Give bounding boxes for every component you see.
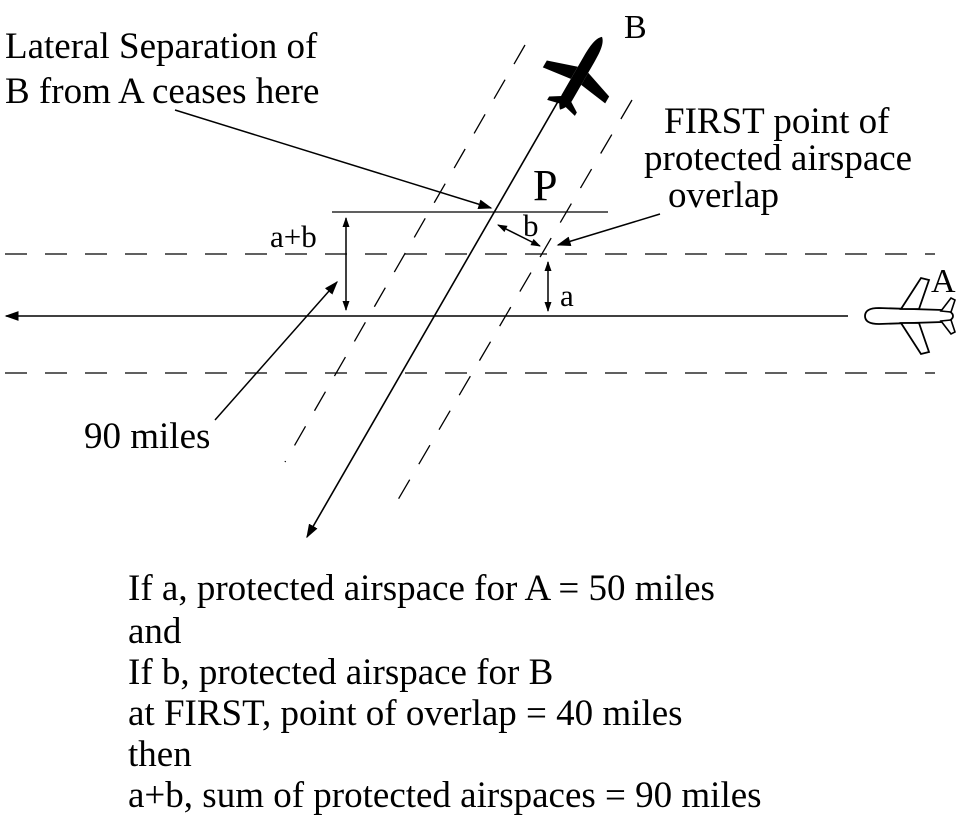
- legend-line: If b, protected airspace for B: [128, 652, 553, 693]
- dimension-b-label: b: [523, 208, 539, 243]
- ninety-miles-label: 90 miles: [84, 416, 210, 457]
- legend-line: a+b, sum of protected airspaces = 90 mil…: [128, 775, 762, 816]
- airplane-icon: [542, 36, 610, 116]
- airspace-b-right-boundary: [391, 99, 633, 511]
- dimension-a-label: a: [560, 278, 574, 313]
- legend-line: and: [128, 611, 182, 652]
- lateral-separation-label-line-1: Lateral Separation of: [5, 26, 318, 67]
- first-overlap-label-line-2: protected airspace: [644, 138, 912, 179]
- aircraft-a-label: A: [931, 263, 956, 300]
- lateral-separation-label-line-2: B from A ceases here: [5, 71, 319, 112]
- airplane-icon: [864, 276, 956, 356]
- leader-first-overlap: [556, 213, 661, 247]
- dimension-b-arrow: [497, 224, 541, 247]
- dimension-a-plus-b-label: a+b: [270, 219, 317, 254]
- leader-ninety-miles: [214, 280, 338, 421]
- leader-lateral-separation: [174, 109, 493, 209]
- legend-line: at FIRST, point of overlap = 40 miles: [128, 693, 683, 734]
- point-p-label: P: [533, 161, 557, 210]
- first-overlap-label-line-1: FIRST point of: [664, 101, 890, 142]
- legend-line: If a, protected airspace for A = 50 mile…: [128, 568, 715, 609]
- aircraft-b-label: B: [624, 9, 647, 46]
- legend-line: then: [128, 734, 192, 775]
- track-b-line: [306, 97, 561, 539]
- airspace-b-left-boundary: [284, 44, 526, 463]
- legend: If a, protected airspace for A = 50 mile…: [128, 568, 762, 816]
- first-overlap-label-line-3: overlap: [668, 175, 779, 216]
